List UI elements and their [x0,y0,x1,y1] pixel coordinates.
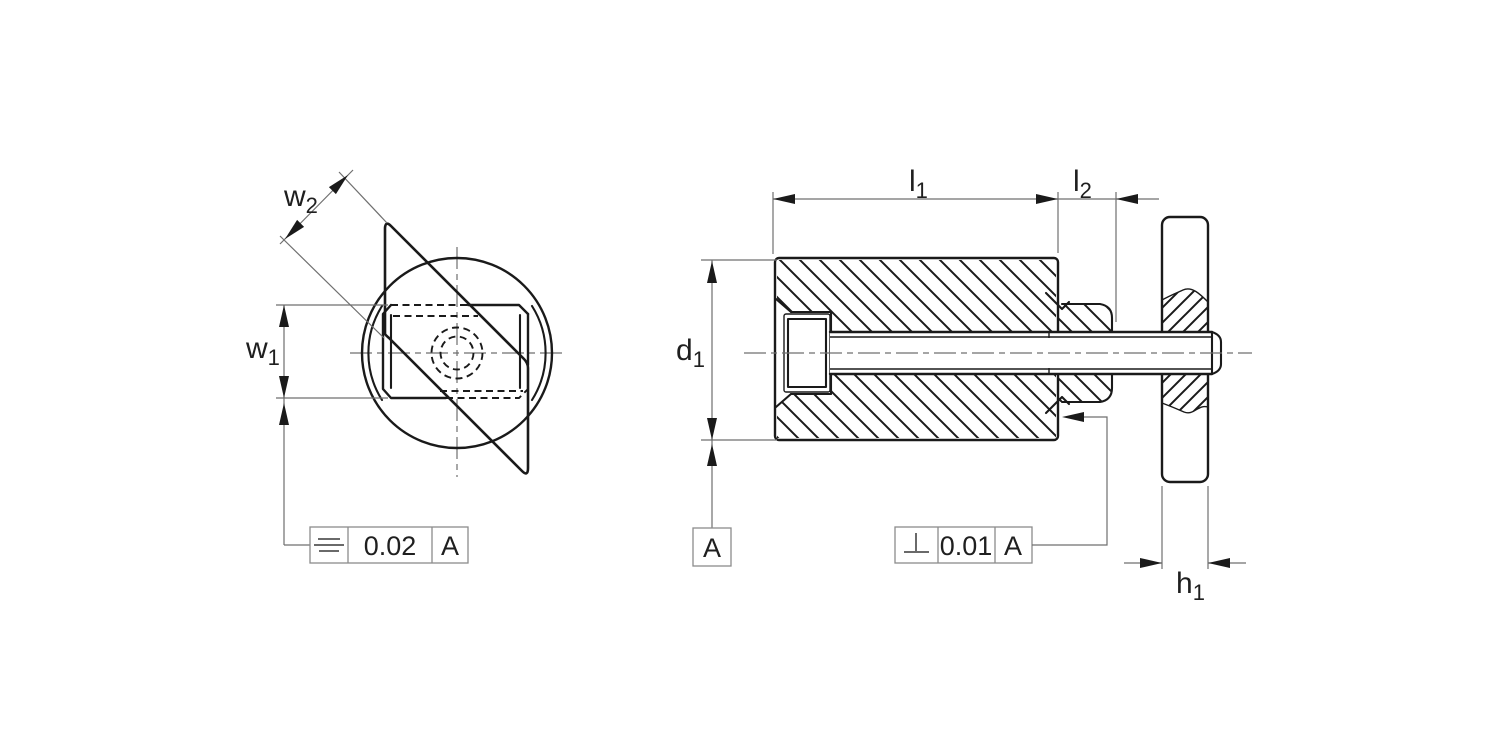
slot-top-edge-visible [466,303,530,316]
w1-arrowhead-bottom [279,376,289,398]
clamp-plate [383,222,530,475]
front-view [350,222,563,477]
h1-arrowhead-right [1208,558,1230,568]
slot-bottom-edge-hidden [446,388,529,399]
dimension-d1: d1 [676,259,777,528]
l1-arrowhead-right [1036,194,1058,204]
thread-minor-hidden-circle [439,335,475,371]
symmetry-feature-control-frame: 0.02 A [284,526,469,564]
perpendicularity-icon [904,533,929,553]
break-line-top [1161,288,1209,303]
perpendicularity-leader [1032,416,1108,546]
l2-arrowhead [1116,194,1138,204]
perpendicularity-tolerance: 0.01 [940,531,993,561]
w2-extension-line-2 [279,235,385,339]
outer-circle [360,256,554,450]
dimension-w2: w2 [279,169,388,339]
dimensions: w2 w1 d1 l1 [245,165,1246,605]
w2-arrowhead-sw [285,219,305,239]
d1-arrowhead-bottom [707,418,717,440]
disc-hatch-top [1162,288,1208,331]
dimension-l2: l2 [1073,165,1138,322]
counterbore-chamfer-top [774,297,793,314]
l1-arrowhead-left [773,194,795,204]
recess-arc-left [367,304,384,402]
bushing-hatch-top [1058,304,1112,332]
w2-extension-line-1 [338,171,388,224]
disc-hatch-bottom [1162,375,1208,413]
bushing-outline-top [1060,302,1114,334]
recess-arc-right [530,304,547,402]
d1-label: d1 [676,334,705,372]
thread-major-hidden-circle [430,326,484,380]
slit-notch-top [1044,291,1071,311]
datum-feature-symbol: A [692,527,732,567]
bushing-hatch-bottom [1058,374,1112,402]
h1-label: h1 [1176,567,1205,605]
symmetry-icon [314,538,344,552]
body-section-hatch [777,260,1057,438]
counterbore-chamfer-bottom [774,392,793,409]
counterbore [774,297,833,409]
break-line-bottom [1161,402,1209,414]
slit-notch-bottom [1044,395,1071,415]
dimension-h1: h1 [1124,486,1246,605]
perpendicularity-datum-ref: A [1004,531,1022,561]
slot-outline [381,303,530,400]
l1-label: l1 [909,165,928,203]
w1-leader-arrowhead [279,403,289,425]
datum-box [692,527,732,567]
section-view [744,215,1252,484]
threaded-bushing [1044,291,1114,415]
w2-label: w2 [283,180,318,218]
perpendicularity-leader-arrowhead [1062,412,1084,422]
d1-arrowhead-top [707,261,717,283]
perpendicularity-feature-control-frame: 0.01 A [894,412,1108,564]
washer-disc [1160,215,1210,484]
symmetry-tolerance: 0.02 [364,531,417,561]
l2-label: l2 [1073,165,1092,203]
d1-leader-arrowhead [707,444,717,466]
bushing-outline-bottom [1060,372,1114,404]
w2-arrowhead-ne [328,175,348,195]
h1-arrowhead-left [1140,558,1162,568]
fcf-frame [894,526,1033,564]
symmetry-datum-ref: A [441,531,459,561]
w1-label: w1 [245,332,280,370]
dimension-l1: l1 [772,165,1159,254]
gdt-annotations: 0.02 A A 0.01 A [284,412,1108,567]
datum-label: A [703,533,721,563]
w1-arrowhead-top [279,305,289,327]
dimension-w1: w1 [245,304,388,545]
